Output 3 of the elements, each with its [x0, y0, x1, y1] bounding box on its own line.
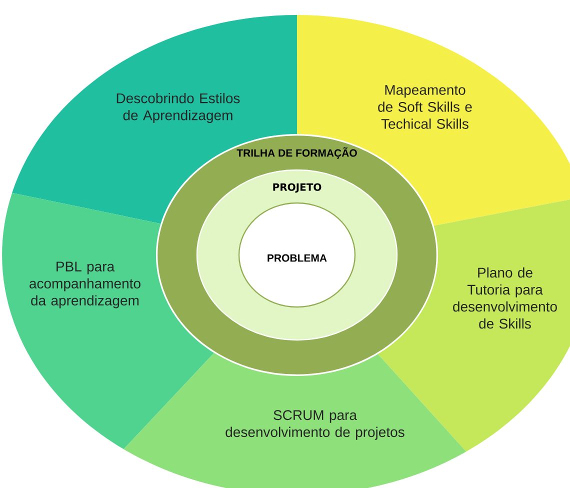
segment: PBL para acompanhamento da aprendizagem [2, 192, 214, 450]
segment: SCRUM para desenvolvimento de projetos [124, 352, 466, 488]
ring: PROBLEMA [238, 202, 356, 308]
